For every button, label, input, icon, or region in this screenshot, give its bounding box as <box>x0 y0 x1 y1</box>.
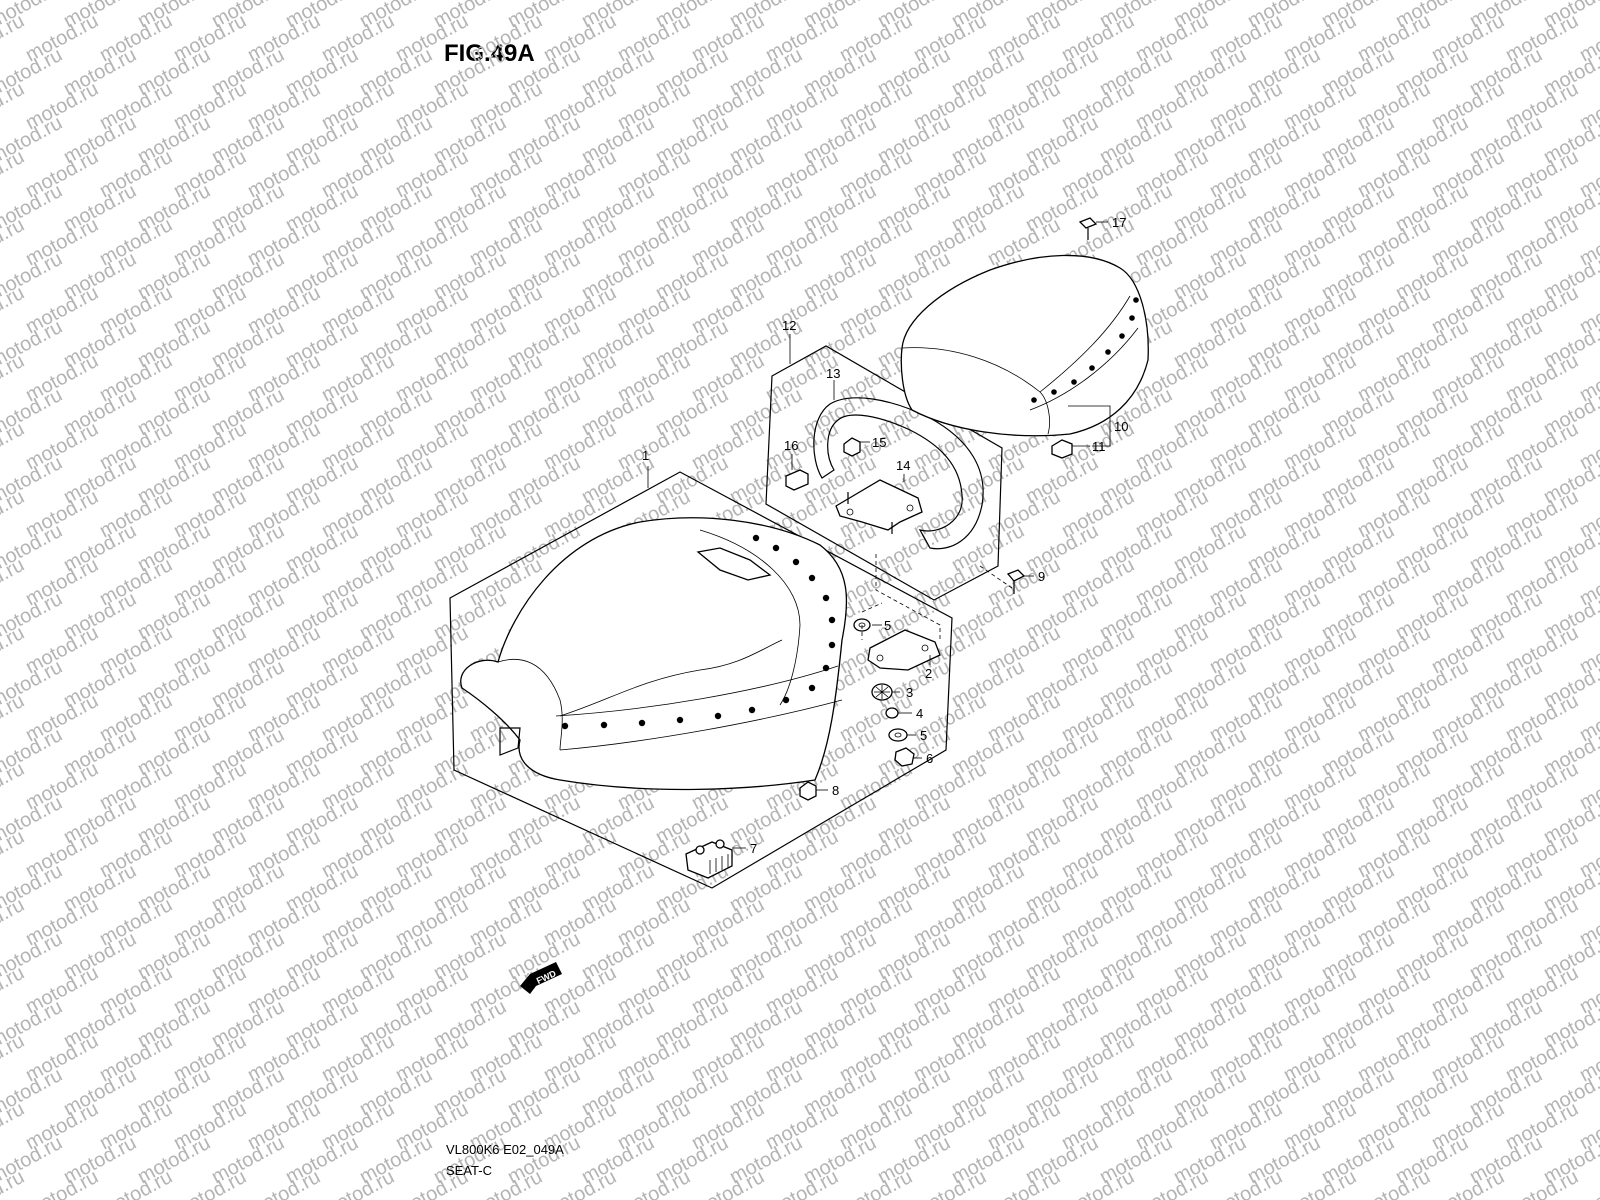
callout-2: 2 <box>925 666 932 681</box>
callout-8: 8 <box>832 783 839 798</box>
watermark-text: motod.ru <box>0 282 28 338</box>
watermark-text: motod.ru <box>0 78 28 134</box>
watermark-text: motod.ru <box>0 486 28 542</box>
callout-13: 13 <box>826 366 840 381</box>
drawing-name: SEAT-C <box>446 1163 492 1178</box>
watermark-text: motod.ru <box>0 690 28 746</box>
washer-icon <box>888 728 908 742</box>
watermark-text: motod.ru <box>0 146 28 202</box>
watermark-text: motod.ru <box>0 10 28 66</box>
callout-5: 5 <box>884 618 891 633</box>
watermark-text: motod.ru <box>0 1098 28 1154</box>
callout-1: 1 <box>642 448 649 463</box>
watermark-text: motod.ru <box>0 758 28 814</box>
callout-11: 11 <box>1092 439 1106 454</box>
callout-17: 17 <box>1112 215 1126 230</box>
callout-16: 16 <box>784 438 798 453</box>
collar-icon <box>885 707 899 719</box>
callout-12: 12 <box>782 318 796 333</box>
callout-3: 3 <box>906 685 913 700</box>
callout-10: 10 <box>1114 419 1128 434</box>
callout-7: 7 <box>750 841 757 856</box>
callout-15: 15 <box>872 435 886 450</box>
watermark-text: motod.ru <box>0 894 28 950</box>
rear-seat-drawing <box>900 254 1149 437</box>
screw-icon <box>1078 217 1098 229</box>
callout-4: 4 <box>916 706 923 721</box>
callout-6: 6 <box>926 751 933 766</box>
watermark-text: motod.ru <box>0 622 28 678</box>
watermark-text: motod.ru <box>0 350 28 406</box>
nut-icon <box>843 437 861 457</box>
watermark-text: motod.ru <box>0 418 28 474</box>
watermark-text: motod.ru <box>0 554 28 610</box>
callout-9: 9 <box>1038 569 1045 584</box>
drawing-code: VL800K6 E02_049A <box>446 1142 564 1157</box>
watermark-text: motod.ru <box>0 1030 28 1086</box>
watermark-text: motod.ru <box>0 214 28 270</box>
figure-title: FIG.49A <box>444 40 535 67</box>
callout-14: 14 <box>896 458 910 473</box>
cushion-icon <box>1051 439 1073 459</box>
watermark-text: motod.ru <box>0 962 28 1018</box>
watermark-text: motod.ru <box>0 826 28 882</box>
callout-5: 5 <box>920 728 927 743</box>
